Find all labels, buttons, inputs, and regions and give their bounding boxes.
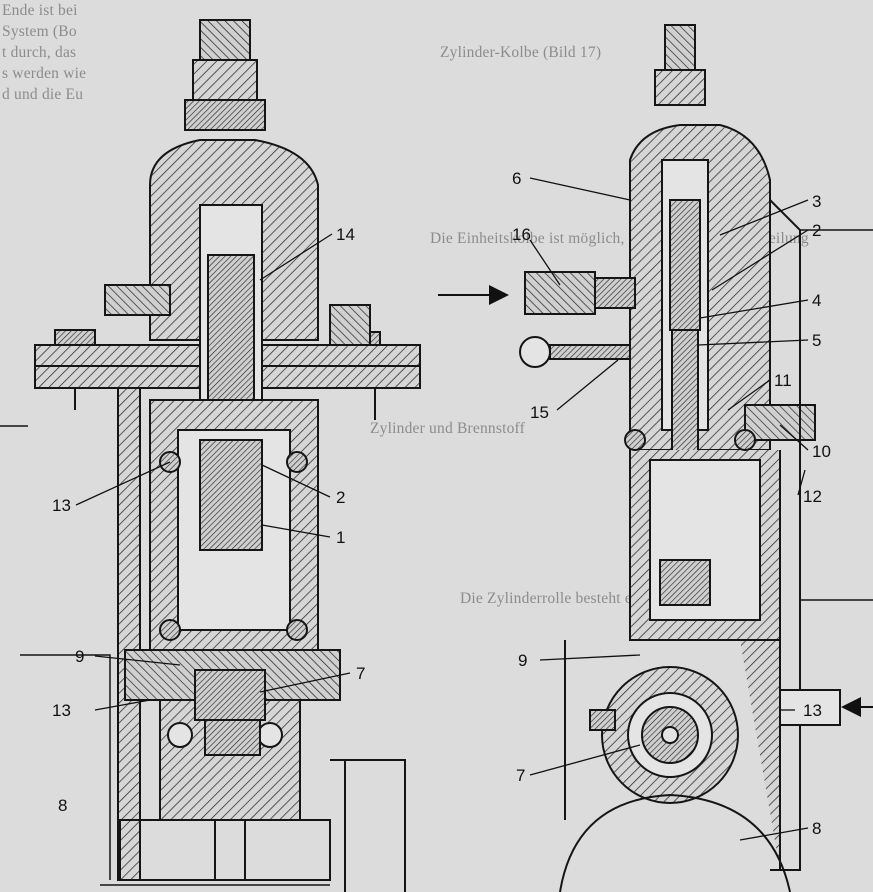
callout-13-lower-left: 13 xyxy=(52,701,71,720)
callout-12: 12 xyxy=(803,487,822,506)
callout-4: 4 xyxy=(812,291,821,310)
callout-8-left: 8 xyxy=(58,796,67,815)
callout-3: 3 xyxy=(812,192,821,211)
bg-text-a: Ende ist bei xyxy=(2,2,78,19)
right-top-fitting xyxy=(664,24,696,71)
callout-2-left: 2 xyxy=(336,488,345,507)
callout-11: 11 xyxy=(774,371,792,390)
left-top-fitting xyxy=(199,19,251,61)
bg-text-b: System (Bo xyxy=(2,23,77,40)
callout-9-right: 9 xyxy=(518,651,527,670)
bg-text-h: Zylinder und Brennstoff xyxy=(370,420,525,437)
callout-7-left: 7 xyxy=(356,664,365,683)
bg-text-c: t durch, das xyxy=(2,44,77,61)
right-section-view xyxy=(519,24,873,892)
callout-13-upper-left: 13 xyxy=(52,496,71,515)
right-delivery-valve xyxy=(669,199,701,331)
callout-6: 6 xyxy=(512,169,521,188)
callout-7-right: 7 xyxy=(516,766,525,785)
callouts-left: 14 13 2 1 9 7 13 8 xyxy=(52,225,365,815)
callout-14: 14 xyxy=(336,225,355,244)
bg-text-e: d und die Eu xyxy=(2,86,84,103)
bg-text-d: s werden wie xyxy=(2,65,87,82)
left-section-view xyxy=(0,19,421,892)
callout-1: 1 xyxy=(336,528,345,547)
bg-text-f: Zylinder-Kolbe (Bild 17) xyxy=(440,44,602,61)
callout-16: 16 xyxy=(512,225,531,244)
callout-10: 10 xyxy=(812,442,831,461)
leader-lines xyxy=(75,177,809,841)
callout-15: 15 xyxy=(530,403,549,422)
callout-8-right: 8 xyxy=(812,819,821,838)
callout-13-right: 13 xyxy=(803,701,822,720)
flow-arrows xyxy=(438,285,873,717)
callout-9-left: 9 xyxy=(75,647,84,666)
callout-5: 5 xyxy=(812,331,821,350)
callout-2-right: 2 xyxy=(812,221,821,240)
callouts-right: 6 3 2 16 4 5 11 15 10 12 9 13 7 8 xyxy=(512,169,831,838)
